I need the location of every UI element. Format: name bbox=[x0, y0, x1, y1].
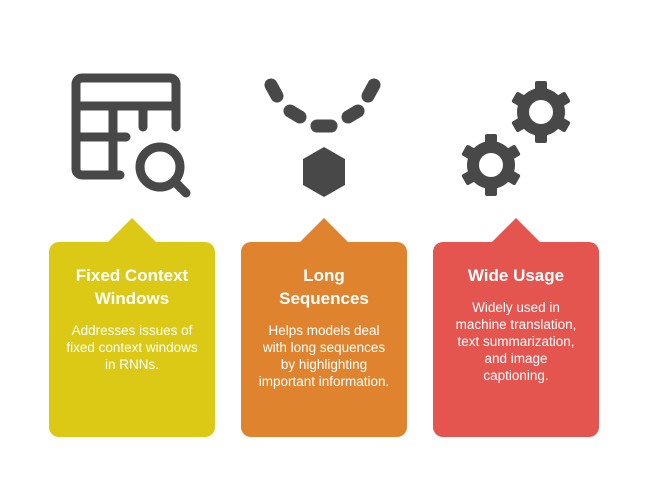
icons-layer bbox=[71, 73, 571, 198]
necklace-icon bbox=[264, 78, 381, 197]
card-wide-usage: Wide Usage Widely used in machine transl… bbox=[433, 218, 599, 437]
card-description: Helps models deal with long sequences by… bbox=[258, 323, 390, 389]
card-description: Widely used in machine translation, text… bbox=[455, 300, 577, 383]
card-title: Wide Usage bbox=[467, 266, 565, 285]
card-title: Long Sequences bbox=[279, 266, 369, 308]
gears-icon bbox=[461, 81, 571, 196]
table-search-icon bbox=[71, 73, 191, 198]
card-description: Addresses issues of fixed context window… bbox=[66, 323, 198, 372]
card-long-sequences: Long Sequences Helps models deal with lo… bbox=[241, 218, 407, 437]
card-title: Fixed Context Windows bbox=[75, 266, 189, 308]
card-fixed-context-windows: Fixed Context Windows Addresses issues o… bbox=[49, 218, 215, 437]
